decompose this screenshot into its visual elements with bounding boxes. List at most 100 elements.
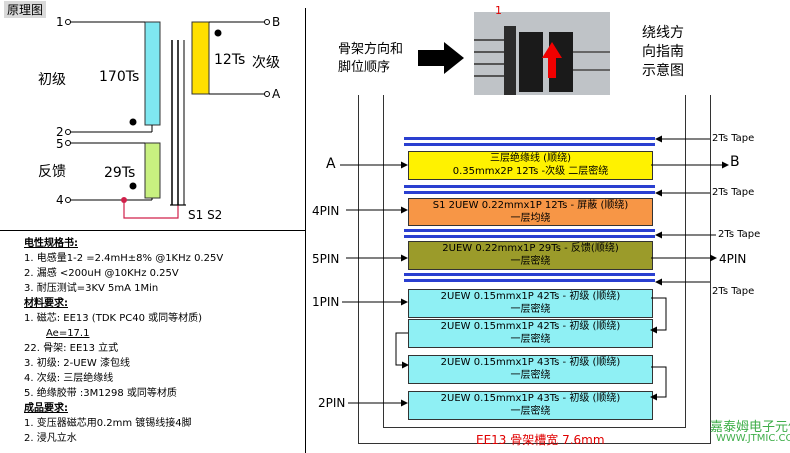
winding-band: S1 2UEW 0.22mmx1P 12Ts - 屏蔽 (顺绕) 一层均绕 (408, 198, 653, 226)
pin1-label: 1 (56, 15, 64, 29)
band-line1: 2UEW 0.15mmx1P 42Ts - 初级 (顺绕) (440, 321, 621, 332)
spec-item: 1. 磁芯: EE13 (TDK PC40 或同等材质) (24, 313, 203, 324)
pin5-terminal (65, 140, 71, 146)
orientation-line2: 脚位顺序 (338, 60, 391, 75)
tape-label: 2Ts Tape (712, 187, 755, 198)
guide-line2: 向指南 (642, 44, 684, 60)
winding-band: 2UEW 0.15mmx1P 43Ts - 初级 (顺绕) 一层密绕 (408, 391, 653, 420)
spec-item: 5. 绝缘胶带 :3M1298 或同等材质 (24, 388, 177, 399)
tape-line (404, 235, 655, 238)
winding-band: 2UEW 0.15mmx1P 42Ts - 初级 (顺绕) 一层密绕 (408, 319, 653, 348)
bobbin-label: EE13 骨架槽宽 7.6mm (476, 433, 605, 447)
band-line1: 2UEW 0.22mmx1P 29Ts - 反馈(顺绕) (442, 243, 619, 254)
photo-pin1: 1 (495, 4, 502, 17)
horizontal-divider (0, 230, 305, 231)
tape-line (404, 137, 655, 140)
secondary-label: 次级 (252, 55, 280, 71)
tape-line (404, 191, 655, 194)
tape-label: 2Ts Tape (712, 286, 755, 297)
electrical-title: 电性规格书: (24, 238, 78, 249)
spec-item: 2. 浸凡立水 (24, 433, 77, 444)
pinB-label: B (272, 15, 281, 29)
pin4-label: 4 (56, 193, 64, 207)
spec-item: 3. 耐压测试=3KV 5mA 1Min (24, 283, 159, 294)
pin-A-label: A (326, 156, 336, 172)
primary-label: 初级 (38, 72, 66, 88)
feedback-label: 反馈 (38, 164, 66, 180)
primary-turns: 170Ts (99, 69, 140, 85)
band-line1: 2UEW 0.15mmx1P 42Ts - 初级 (顺绕) (440, 291, 621, 302)
band-line2: 一层密绕 (510, 406, 551, 417)
spec-item: 1. 电感量1-2 =2.4mH±8% @1KHz 0.25V (24, 253, 224, 264)
pinB-terminal (264, 19, 270, 25)
tape-label: 2Ts Tape (718, 229, 761, 240)
band-line2: 一层密绕 (510, 304, 551, 315)
feedback-coil (144, 142, 161, 199)
watermark-line1: 嘉泰姆电子元件 (710, 420, 790, 435)
band-line2: 0.35mmx2P 12Ts -次级 二层密绕 (452, 166, 609, 177)
pin-4r-label: 4PIN (719, 252, 747, 266)
pin1-terminal (65, 19, 71, 25)
tape-line (404, 229, 655, 232)
watermark-line2: WWW.JTMIC.COM (716, 433, 790, 444)
up-arrow-icon (542, 42, 562, 78)
product-title: 成品要求: (24, 403, 68, 414)
feedback-turns: 29Ts (104, 165, 136, 181)
pin-B-label: B (730, 154, 740, 170)
secondary-dot (214, 29, 222, 37)
right-arrow-icon (418, 42, 464, 74)
pin4-terminal (65, 197, 71, 203)
spec-item: 2. 漏感 <200uH @10KHz 0.25V (24, 268, 179, 279)
schematic-title: 原理图 (4, 1, 47, 18)
band-line2: 一层均绕 (510, 213, 551, 224)
band-line1: S1 2UEW 0.22mmx1P 12Ts - 屏蔽 (顺绕) (432, 200, 629, 211)
band-line2: 一层密绕 (510, 370, 551, 381)
primary-dot (129, 118, 137, 126)
bobbin-photo-drawing (474, 12, 610, 105)
pin-5-label: 5PIN (312, 252, 340, 266)
spec-item: 3. 初级: 2-UEW 漆包线 (24, 358, 130, 369)
pin5-label: 5 (56, 137, 64, 151)
feedback-dot (129, 182, 137, 190)
winding-connections (340, 135, 729, 407)
spec-block: 电性规格书: 1. 电感量1-2 =2.4mH±8% @1KHz 0.25V 2… (24, 236, 223, 446)
spec-item: 22. 骨架: EE13 立式 (24, 343, 119, 354)
band-line2: 一层密绕 (510, 334, 551, 345)
band-line2: 一层密绕 (510, 256, 551, 267)
orientation-line1: 骨架方向和 (338, 42, 404, 57)
shield-label: S1 S2 (188, 208, 223, 222)
bobbin-photo (474, 12, 610, 105)
band-line1: 三层绝缘线 (顺绕) (490, 153, 571, 164)
tape-label: 2Ts Tape (712, 133, 755, 144)
shield-wire (123, 200, 179, 219)
spec-item-ae: Ae=17.1 (46, 328, 90, 339)
tape-line (404, 273, 655, 276)
transformer-schematic (65, 19, 270, 219)
secondary-coil (191, 21, 210, 95)
spec-item: 4. 次级: 三层绝缘线 (24, 373, 114, 384)
tape-line (404, 185, 655, 188)
tape-line (404, 279, 655, 282)
secondary-turns: 12Ts (214, 52, 246, 68)
pin2-label: 2 (56, 125, 64, 139)
winding-band: 2UEW 0.22mmx1P 29Ts - 反馈(顺绕) 一层密绕 (408, 241, 653, 270)
winding-band: 三层绝缘线 (顺绕) 0.35mmx2P 12Ts -次级 二层密绕 (408, 151, 653, 180)
tape-line (404, 143, 655, 146)
band-line1: 2UEW 0.15mmx1P 43Ts - 初级 (顺绕) (440, 393, 621, 404)
winding-band: 2UEW 0.15mmx1P 42Ts - 初级 (顺绕) 一层密绕 (408, 289, 653, 318)
guide-line3: 示意图 (642, 63, 684, 79)
bobbin-frame (358, 95, 711, 444)
pin-1-label: 1PIN (312, 295, 340, 309)
primary-coil (144, 21, 161, 126)
vertical-divider (305, 8, 306, 453)
pinA-terminal (264, 91, 270, 97)
spec-item: 1. 变压器磁芯用0.2mm 镀锡线接4脚 (24, 418, 192, 429)
guide-line1: 绕线方 (642, 25, 684, 41)
pin2-terminal (65, 129, 71, 135)
material-title: 材料要求: (24, 298, 68, 309)
winding-band: 2UEW 0.15mmx1P 43Ts - 初级 (顺绕) 一层密绕 (408, 355, 653, 384)
band-line1: 2UEW 0.15mmx1P 43Ts - 初级 (顺绕) (440, 357, 621, 368)
pin-4-label: 4PIN (312, 204, 340, 218)
pinA-label: A (272, 87, 281, 101)
pin-2-label: 2PIN (318, 396, 346, 410)
